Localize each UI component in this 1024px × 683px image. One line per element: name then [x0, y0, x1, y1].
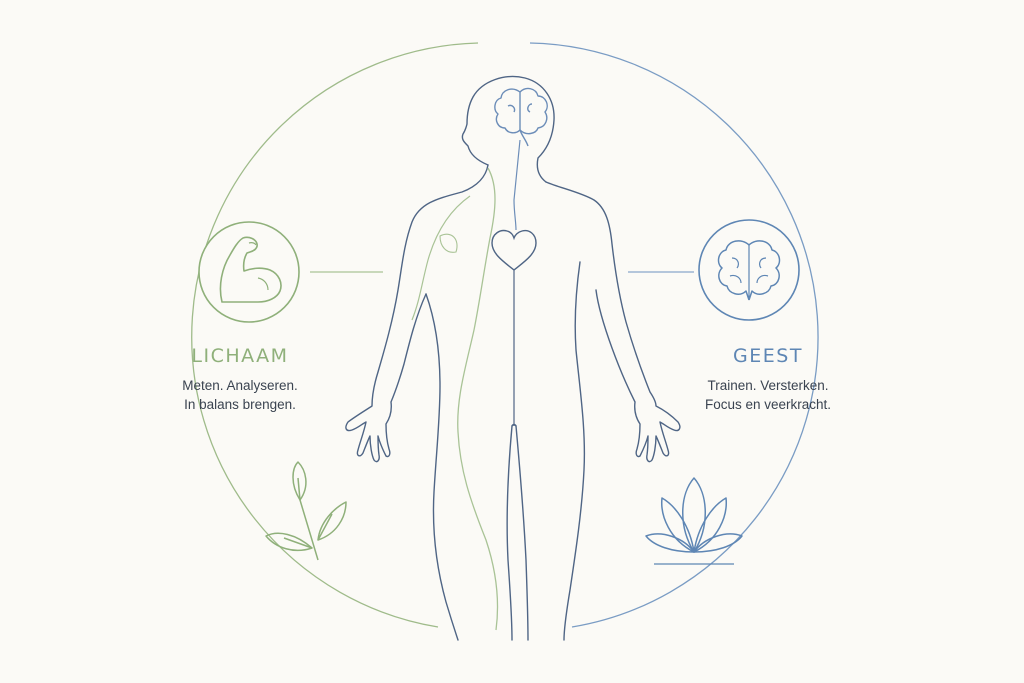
body-arc — [191, 42, 479, 628]
body-line-2: In balans brengen. — [184, 397, 296, 412]
leaf-sprig-icon — [265, 461, 347, 561]
mind-arc — [529, 42, 819, 628]
spine-line — [513, 139, 521, 231]
vine-line — [457, 167, 499, 631]
human-figure — [345, 75, 681, 641]
mind-label-block: GEEST Trainen. Versterken. Focus en veer… — [688, 345, 848, 414]
mind-line-2: Focus en veerkracht. — [704, 397, 832, 412]
vine-arm-line — [411, 195, 471, 321]
body-title: LICHAAM — [191, 345, 289, 367]
body-label-block: LICHAAM Meten. Analyseren. In balans bre… — [160, 345, 320, 414]
head-brain-icon — [494, 87, 548, 147]
lotus-icon — [645, 477, 743, 565]
body-line-1: Meten. Analyseren. — [182, 378, 298, 393]
mind-title: GEEST — [733, 345, 803, 367]
mind-line-1: Trainen. Versterken. — [707, 378, 829, 393]
flexed-arm-icon — [198, 221, 300, 323]
brain-icon — [698, 219, 800, 321]
vine-leaf-line — [439, 233, 458, 253]
heart-icon — [491, 229, 537, 271]
